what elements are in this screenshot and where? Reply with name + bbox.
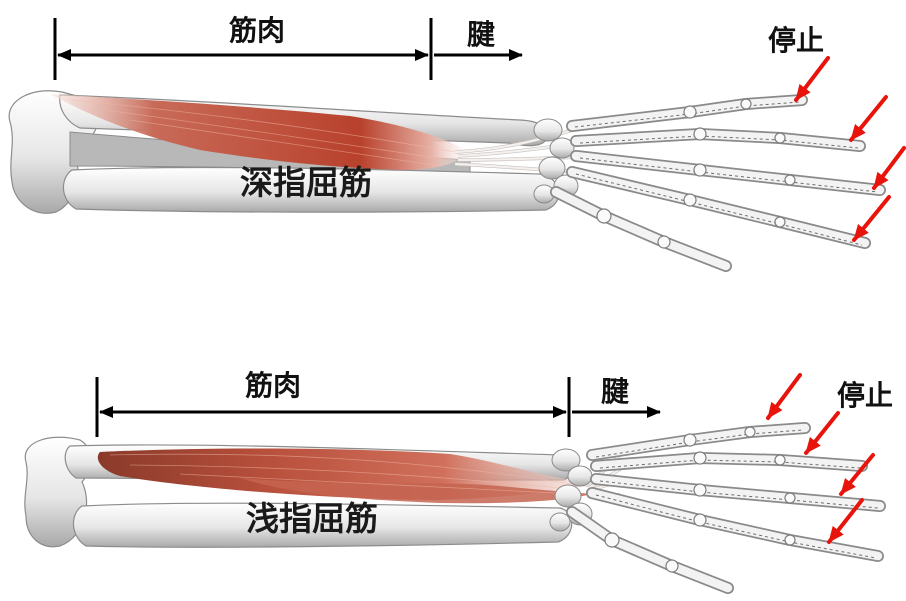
knuckle-joint	[605, 533, 619, 547]
knuckle-joint	[684, 194, 696, 206]
insertion-label: 停止	[768, 24, 824, 57]
knuckle-joint	[694, 128, 706, 140]
tendon-label: 腱	[467, 18, 495, 51]
knuckle-joint	[658, 236, 670, 248]
knuckle-joint	[741, 99, 751, 109]
knuckle-joint	[694, 484, 706, 496]
insertion-arrow	[851, 97, 886, 140]
knuckle-joint	[684, 434, 696, 446]
insertion-arrow	[806, 413, 838, 453]
carpal-bone	[568, 466, 592, 486]
finger-bones	[572, 427, 880, 588]
insertion-arrow	[854, 197, 889, 240]
muscle-name-label: 深指屈筋	[240, 163, 372, 202]
index-finger	[572, 99, 802, 127]
insertion-arrow	[768, 375, 800, 418]
middle-finger	[596, 452, 862, 468]
insertion-arrow	[796, 58, 828, 100]
knuckle-joint	[775, 217, 785, 227]
tendon-label: 腱	[601, 375, 629, 408]
muscle-label: 筋肉	[245, 369, 301, 402]
knuckle-joint	[597, 209, 611, 223]
muscle-dimension-bracket	[97, 377, 569, 437]
panel-deep-flexor: 筋肉 腱 停止	[9, 14, 904, 266]
knuckle-joint	[694, 514, 706, 526]
carpal-bone	[550, 513, 570, 531]
knuckle-joint	[666, 560, 678, 572]
knuckle-joint	[684, 106, 696, 118]
muscle-name-label: 浅指屈筋	[246, 499, 378, 538]
knuckle-joint	[785, 535, 795, 545]
middle-finger	[576, 128, 860, 148]
knuckle-joint	[785, 493, 795, 503]
knuckle-joint	[694, 164, 706, 176]
muscle-label: 筋肉	[229, 14, 285, 47]
knuckle-joint	[745, 427, 755, 437]
insertion-arrow	[874, 148, 904, 188]
knuckle-joint	[775, 455, 785, 465]
insertion-label: 停止	[837, 379, 893, 412]
knuckle-joint	[775, 133, 785, 143]
carpal-bone	[534, 119, 562, 141]
panel-superficial-flexor: 筋肉 腱 停止	[25, 369, 893, 588]
knuckle-joint	[785, 175, 795, 185]
knuckle-joint	[694, 452, 706, 464]
finger-bones	[556, 99, 880, 266]
